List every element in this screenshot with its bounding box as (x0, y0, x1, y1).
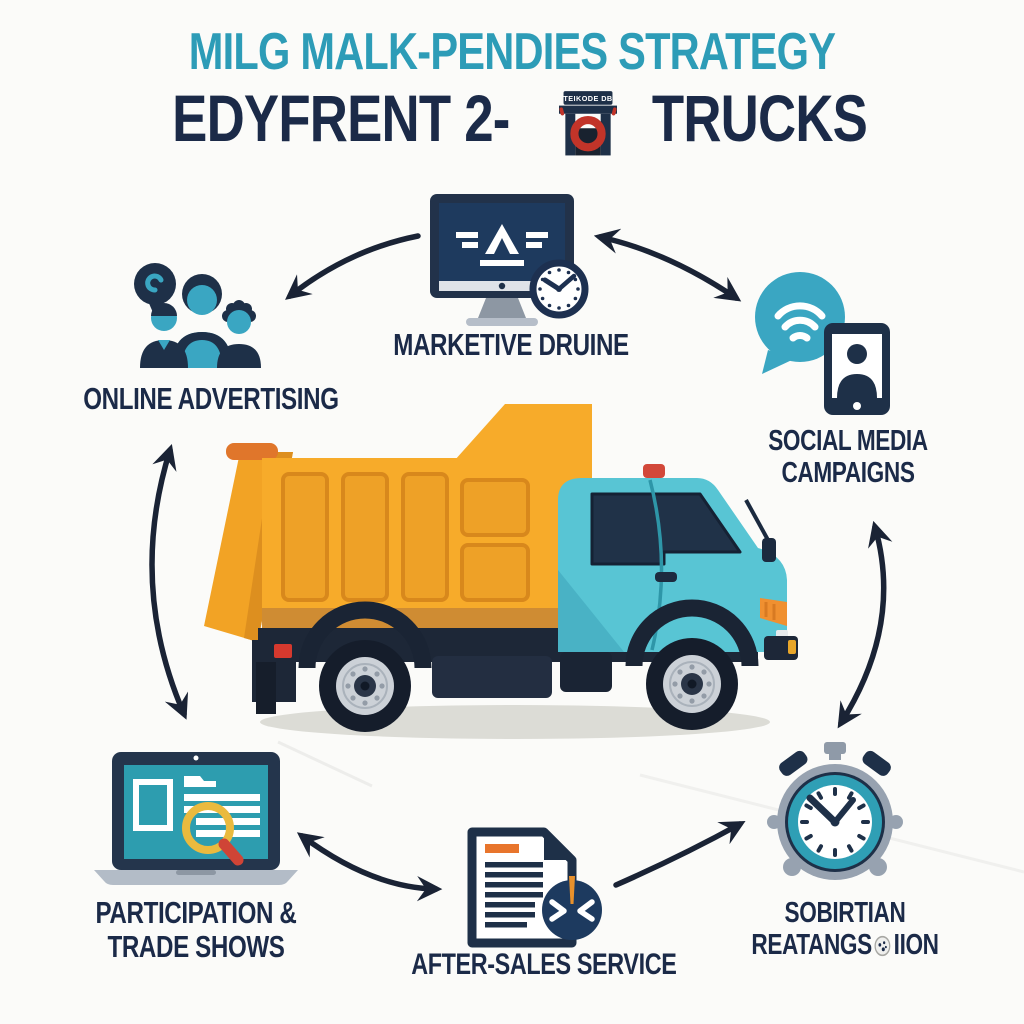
monitor-base (466, 318, 538, 326)
marketing-monitor-icon (422, 192, 602, 327)
arrow-social-retention (837, 520, 893, 729)
headlight (760, 598, 787, 626)
sign-tiny-text: TEIKODE DB (564, 94, 613, 103)
truck-bed (262, 458, 592, 610)
label-after-sales: AFTER-SALES SERVICE (411, 948, 677, 981)
side-mirror (762, 538, 776, 562)
signal-waves (774, 302, 826, 342)
front-fender (625, 599, 759, 667)
magnifier-icon (182, 802, 234, 854)
document-lines (485, 862, 543, 928)
person-left (140, 340, 188, 368)
title-line2: EDYFRENT 2- TEIKODE DB TRUCKS (0, 80, 1024, 156)
title-line1-text: MILG MALK-PENDIES STRATEGY (188, 23, 836, 81)
arrow-monitor-to-advertising (285, 233, 421, 300)
magnifier-handle (218, 838, 244, 866)
title-line2-right: TRUCKS (652, 81, 868, 155)
right-bell (862, 750, 891, 776)
door-seam (648, 479, 664, 651)
speckled-badge-glyph (874, 935, 891, 957)
laptop-base (94, 870, 298, 885)
title-line1: MILG MALK-PENDIES STRATEGY (0, 22, 1024, 82)
winged-logo (456, 224, 548, 266)
label-marketing: MARKETIVE DRUINE (393, 327, 629, 362)
title-line2-left: EDYFRENT 2- (171, 81, 510, 155)
bed-guard-plate (204, 452, 293, 642)
left-bell (779, 750, 808, 776)
bed-lower-rail (262, 608, 596, 630)
cab-window (590, 492, 742, 566)
service-badge (542, 880, 602, 940)
door-handle (655, 572, 677, 582)
front-wheel (646, 638, 738, 730)
arrow-tradeshows-aftersales (296, 832, 443, 902)
front-bumper (764, 636, 798, 660)
audience-people-icon (128, 256, 268, 368)
trade-shows-laptop-icon (90, 748, 302, 886)
label-trade-shows: PARTICIPATION & TRADE SHOWS (95, 895, 297, 965)
after-sales-document-icon (450, 824, 610, 951)
swirl-glyph (145, 273, 164, 293)
mud-flap (256, 662, 276, 714)
dump-truck-illustration (204, 404, 798, 739)
image-placeholder (133, 779, 173, 831)
clock-icon (529, 259, 589, 319)
gauge-needle (569, 876, 575, 904)
arrow-advertising-tradeshows (149, 443, 189, 720)
bed-top-cylinder (226, 443, 278, 460)
label-social-media: SOCIAL MEDIA CAMPAIGNS (768, 425, 928, 489)
social-media-icon (752, 270, 907, 418)
tick-marks (800, 787, 870, 857)
bed-front-shield (446, 404, 592, 470)
label-retention: SOBIRTIAN REATANGS IION (751, 897, 939, 961)
arrow-aftersales-to-retention (613, 820, 746, 888)
tail-light (274, 644, 292, 658)
retention-stopwatch-icon (760, 740, 910, 892)
truck-cab (558, 464, 798, 660)
home-button (853, 402, 861, 410)
arrow-monitor-social (593, 228, 742, 302)
minute-hand (806, 794, 839, 826)
truck-shadow (260, 705, 770, 739)
stopwatch-crown (824, 742, 846, 754)
gate-sign-icon: TEIKODE DB (559, 91, 618, 156)
red-ring (570, 116, 607, 152)
tablet-portrait (837, 374, 877, 398)
hour-hand (832, 797, 856, 825)
label-online-advertising: ONLINE ADVERTISING (83, 381, 339, 416)
folded-corner (544, 832, 572, 860)
truck-chassis (258, 628, 758, 662)
mirror-arm (744, 499, 770, 541)
roof-beacon (643, 464, 665, 478)
webcam-dot (193, 755, 199, 761)
bed-panels (281, 472, 530, 602)
document-heading-bar (485, 844, 519, 853)
speech-bubble (134, 263, 176, 305)
monitor-stand (478, 298, 526, 318)
folder-glyph (184, 776, 216, 787)
person-right (217, 344, 261, 368)
fuel-tank (432, 656, 552, 698)
rear-wheel (319, 640, 411, 732)
rear-fender (298, 601, 432, 669)
